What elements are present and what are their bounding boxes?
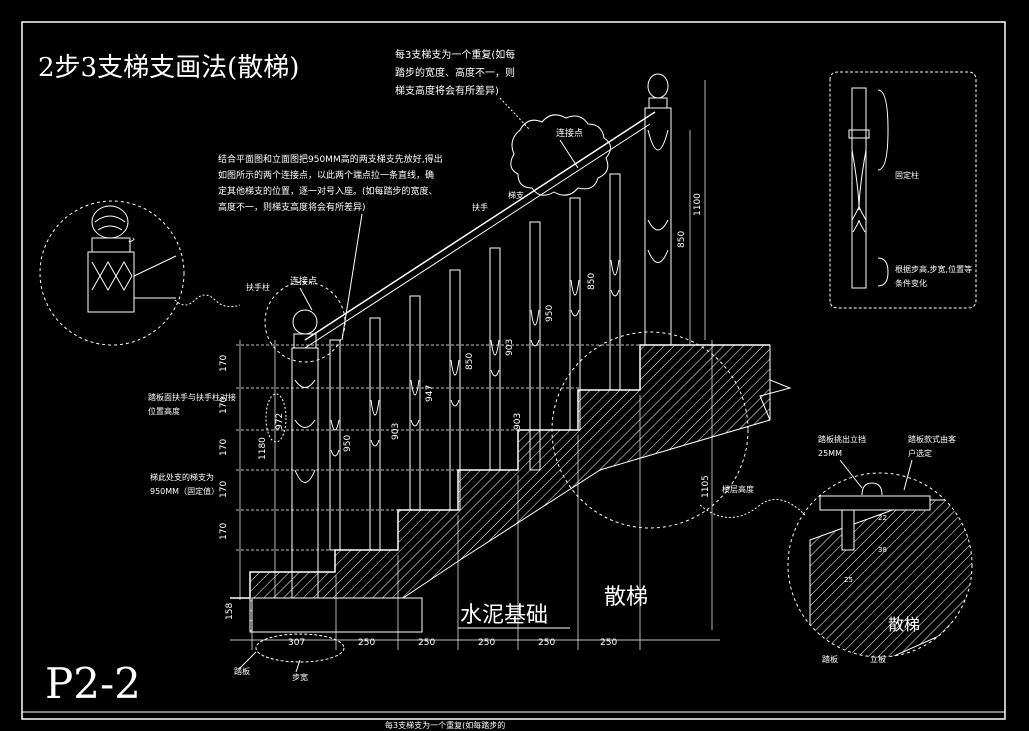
left-note-2-line-2: 950MM（固定值） xyxy=(150,486,219,496)
baluster xyxy=(569,197,581,431)
height-total: 1180 xyxy=(258,437,268,460)
baluster xyxy=(369,317,381,551)
floor-height-label: 楼层高度 xyxy=(722,484,754,494)
baluster-label: 梯支 xyxy=(508,190,524,200)
handrail-post-label: 扶手柱 xyxy=(246,282,270,292)
baluster xyxy=(489,247,501,471)
baluster-dim-9: 850 xyxy=(587,273,597,290)
mid-note-line-1: 结合平面图和立面图把950MM高的两支梯支先放好,得出 xyxy=(218,153,443,165)
width-dim-4: 250 xyxy=(478,638,495,648)
riser-board-label: 立板 xyxy=(870,654,886,664)
baluster-dim-7: 903 xyxy=(505,339,515,356)
mid-note-line-4: 高度不一，则梯支高度将会有所差异) xyxy=(218,201,366,213)
mid-note: 结合平面图和立面图把950MM高的两支梯支先放好,得出 如图所示的两个连接点，以… xyxy=(218,153,443,213)
baluster xyxy=(529,221,541,471)
left-note-1-line-1: 踏板面扶手与扶手柱对接 xyxy=(148,392,236,402)
dimension-lines xyxy=(230,80,720,650)
height-dim-2: 170 xyxy=(219,397,229,414)
detail-dim-1: 22 xyxy=(878,514,887,522)
top-note-line-1: 每3支梯支为一个重复(如每 xyxy=(395,48,515,61)
svg-text:1: 1 xyxy=(126,237,136,246)
balusters xyxy=(329,173,621,551)
revision-cloud xyxy=(510,114,611,196)
mid-note-line-2: 如图所示的两个连接点，以此两个端点拉一条直线，确 xyxy=(218,169,434,181)
width-dim-5: 250 xyxy=(538,638,555,648)
right-total-dim: 1105 xyxy=(701,475,711,498)
top-note-line-3: 梯支高度将会有所差异) xyxy=(395,84,499,97)
concrete-base-label: 水泥基础 xyxy=(460,603,548,628)
break-line xyxy=(759,345,792,421)
edge-note-2: 户选定 xyxy=(908,448,932,458)
width-dim-3: 250 xyxy=(418,638,435,648)
handrail-under xyxy=(304,123,651,349)
detail-dim-2: 38 xyxy=(878,546,887,554)
baluster-dim-4: 947 xyxy=(425,385,435,402)
width-dim-2: 250 xyxy=(358,638,375,648)
baluster-dim-2: 950 xyxy=(343,435,353,452)
edge-note-1: 踏板款式由客 xyxy=(908,434,956,444)
mid-note-line-3: 定其他梯支的位置，逐一对号入座。(如每踏步的宽度、 xyxy=(218,185,438,197)
mid-note-leader xyxy=(341,213,363,341)
step-board-label: 踏板 xyxy=(822,654,838,664)
connection-point-left: 连接点 xyxy=(290,275,317,287)
detail-dim-3: 25 xyxy=(844,576,853,584)
projection-circle xyxy=(551,331,749,529)
baluster xyxy=(449,269,461,511)
cloud-leader xyxy=(499,97,531,131)
baluster xyxy=(329,339,341,551)
height-dim-1: 170 xyxy=(219,355,229,372)
nosing-detail: 踏板挑出立挡 25MM 踏板款式由客 户选定 散梯 踏板 立板 22 38 25 xyxy=(787,434,973,664)
left-note-highlight xyxy=(265,393,287,443)
height-dim-4: 170 xyxy=(219,481,229,498)
height-dim-5: 170 xyxy=(219,523,229,540)
starting-post xyxy=(264,281,346,599)
baluster-dim-5: 903 xyxy=(513,413,523,430)
drawing-title: 2步3支梯支画法(散梯) xyxy=(38,53,299,83)
connection-leader-left xyxy=(299,287,313,311)
drawing-frame xyxy=(21,21,1006,720)
dim-step-leader xyxy=(295,659,301,673)
detail-note-1: 根据步高,步宽,位置等 xyxy=(895,264,972,274)
dim-step-label: 步宽 xyxy=(292,672,308,682)
baluster xyxy=(409,295,421,511)
top-note-line-2: 踏步的宽度、高度不一，则 xyxy=(395,66,515,79)
sheet-code: P2-2 xyxy=(45,659,141,708)
post-width-highlight xyxy=(255,633,345,663)
baluster-dim-6: 850 xyxy=(465,353,475,370)
handrail-label: 扶手 xyxy=(472,202,488,212)
width-dim-6: 250 xyxy=(600,638,617,648)
post-cap-detail: 1 xyxy=(39,200,185,346)
baluster-detail-box: 固定柱 根据步高,步宽,位置等 条件变化 xyxy=(829,71,977,309)
loose-stair-detail-label: 散梯 xyxy=(888,615,920,634)
detail-fixed-label: 固定柱 xyxy=(895,170,919,180)
baluster-dim-3: 903 xyxy=(391,423,401,440)
baluster-dim-8: 950 xyxy=(545,305,555,322)
nosing-note-1: 踏板挑出立挡 xyxy=(818,434,866,444)
height-dim-3: 170 xyxy=(219,439,229,456)
left-note-1-line-2: 位置高度 xyxy=(148,406,180,416)
width-dim-1: 307 xyxy=(288,638,305,648)
projection-leader xyxy=(699,498,806,518)
handrail xyxy=(304,111,656,341)
top-note: 每3支梯支为一个重复(如每 踏步的宽度、高度不一，则 梯支高度将会有所差异) xyxy=(395,48,515,97)
dim-post-leader xyxy=(239,651,257,669)
bottom-caption: 每3支梯支为一个重复(如每踏步的 xyxy=(385,720,505,730)
right-tall-dim: 1100 xyxy=(693,193,703,216)
connection-point-top: 连接点 xyxy=(556,127,583,139)
detail-note-2: 条件变化 xyxy=(895,278,927,288)
loose-stair-label: 散梯 xyxy=(604,585,648,610)
height-small: 158 xyxy=(225,603,235,620)
newel-post xyxy=(644,73,672,346)
nosing-note-2: 25MM xyxy=(818,449,842,458)
baluster xyxy=(609,173,621,391)
dim-post-label: 踏板 xyxy=(234,666,250,676)
baluster-dim-1: 972 xyxy=(275,413,285,430)
right-850-dim: 850 xyxy=(677,231,687,248)
left-note-2-line-1: 梯此处支的梯支为 xyxy=(150,472,214,482)
connection-leader-top xyxy=(559,139,579,169)
cap-leader-wave xyxy=(174,294,241,308)
